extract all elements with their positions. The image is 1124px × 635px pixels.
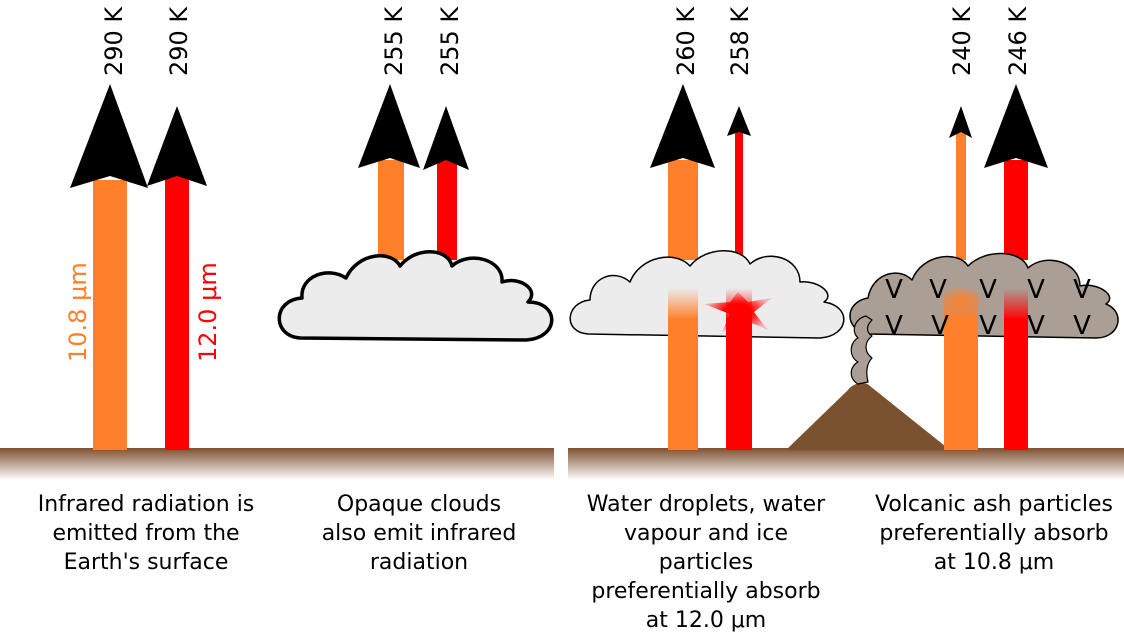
absorption-glow (939, 286, 983, 314)
ash-particle-icon: V (979, 275, 997, 305)
arrowhead-icon (147, 106, 207, 186)
temp-label-orange: 240 K (948, 6, 976, 76)
wavelength-label-10-8: 10.8 μm (64, 262, 92, 362)
arrowhead-icon (70, 84, 148, 188)
smoke-plume-icon (850, 315, 873, 385)
caption-line: Earth's surface (63, 550, 229, 575)
ash-particle-icon: V (885, 311, 903, 341)
caption-line: Volcanic ash particles (875, 492, 1113, 517)
arrowhead-icon (423, 106, 469, 170)
caption-line: vapour and ice particles (623, 521, 789, 575)
absorption-star-icon (704, 292, 772, 332)
arrowhead-icon (358, 84, 420, 168)
temp-label-red: 290 K (165, 6, 193, 76)
caption-line: radiation (369, 550, 469, 575)
caption-line: Water droplets, water (586, 492, 826, 517)
temp-label-orange: 290 K (100, 6, 128, 76)
caption-line: also emit infrared (321, 521, 517, 546)
caption-line: Infrared radiation is (37, 492, 255, 517)
ash-particle-icon: V (885, 275, 903, 305)
cloud-icon (277, 250, 554, 342)
beam-10-8um-fade (668, 288, 698, 320)
caption-line: Opaque clouds (336, 492, 502, 517)
beam-10-8um-above (956, 132, 966, 260)
wavelength-label-12-0: 12.0 μm (194, 262, 222, 362)
caption-ash-cloud: Volcanic ash particles preferentially ab… (864, 490, 1124, 577)
beam-10-8um-above (668, 160, 698, 260)
ash-cloud-icon (849, 252, 1119, 339)
ash-particle-icon: V (1073, 311, 1091, 341)
beam-10-8um-below (944, 318, 978, 450)
arrowhead-icon (949, 106, 972, 138)
panel-opaque-cloud: 255 K 255 K (277, 6, 554, 342)
volcano-icon (786, 383, 950, 450)
panel-water-cloud: 260 K 258 K (569, 6, 845, 450)
caption-opaque-cloud: Opaque clouds also emit infrared radiati… (289, 490, 549, 577)
caption-line: preferentially absorb (879, 521, 1109, 546)
arrowhead-icon (984, 84, 1048, 168)
ash-particle-icon: V (1073, 275, 1091, 305)
caption-line: at 10.8 μm (933, 550, 1055, 575)
panel-surface: 290 K 290 K 10.8 μm 12.0 μm (64, 6, 222, 450)
ash-particle-icon: V (1027, 311, 1045, 341)
ash-particle-icon: V (929, 275, 947, 305)
caption-line: emitted from the (52, 521, 240, 546)
beam-12-0um-above (735, 132, 743, 260)
ash-particle-icon: V (979, 311, 997, 341)
arrowhead-icon (727, 106, 751, 136)
beam-12-0um-below (1004, 318, 1028, 450)
temp-label-red: 258 K (726, 6, 754, 76)
ground-left (0, 448, 554, 480)
temp-label-orange: 260 K (672, 6, 700, 76)
ash-particle-icon: V (931, 311, 949, 341)
ground-right (568, 448, 1124, 480)
beam-10-8um-surface (93, 180, 127, 450)
ash-particle-icon: V (1027, 275, 1045, 305)
beam-12-0um-below (726, 318, 752, 450)
beam-12-0um-above (1004, 160, 1028, 260)
caption-line: at 12.0 μm (645, 608, 767, 633)
arrowhead-icon (650, 84, 715, 168)
temp-label-red: 255 K (436, 6, 464, 76)
temp-label-red: 246 K (1004, 6, 1032, 76)
beam-10-8um-below (668, 318, 698, 450)
beam-12-0um-fade (1004, 288, 1028, 320)
beam-12-0um-surface (165, 176, 189, 450)
ir-radiation-diagram: 290 K 290 K 10.8 μm 12.0 μm 255 K 255 K … (0, 6, 1124, 480)
caption-line: preferentially absorb (591, 579, 821, 604)
caption-surface: Infrared radiation is emitted from the E… (16, 490, 276, 577)
beam-10-8um-opaque (378, 160, 404, 260)
temp-label-orange: 255 K (380, 6, 408, 76)
caption-water-cloud: Water droplets, water vapour and ice par… (576, 490, 836, 635)
cloud-icon (569, 250, 845, 339)
beam-12-0um-opaque (437, 160, 457, 260)
